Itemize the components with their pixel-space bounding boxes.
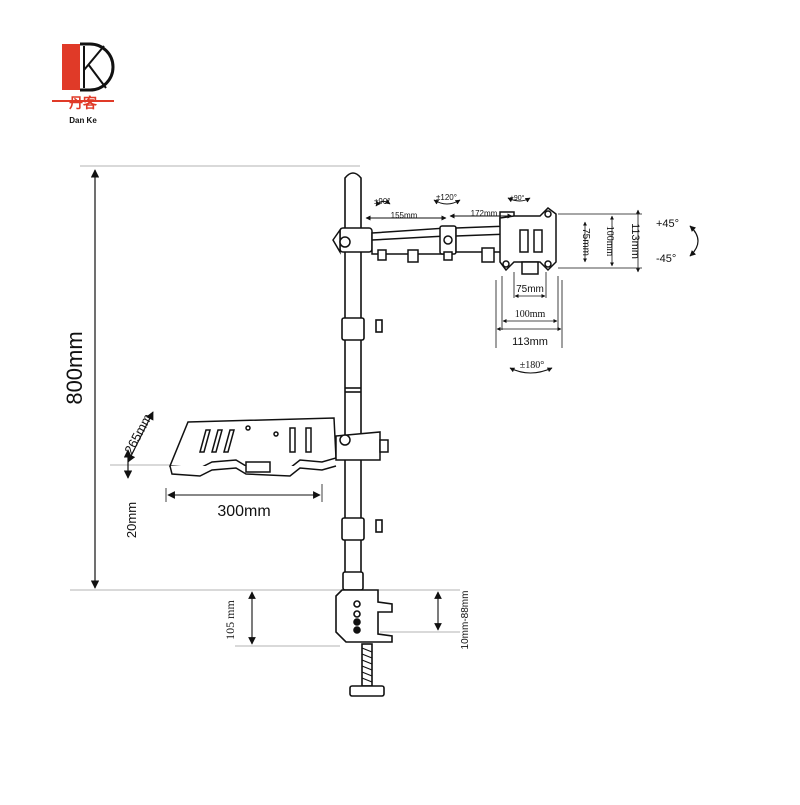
arm-segment-1-label: 155mm bbox=[391, 211, 418, 220]
vesa-h-100-label: 100mm bbox=[515, 309, 546, 320]
clamp-height-label: 105 mm bbox=[223, 600, 237, 640]
logo-d-shape bbox=[80, 42, 115, 92]
desk-thickness-label: 10mm-88mm bbox=[460, 591, 471, 650]
height-label: 800mm bbox=[62, 331, 87, 404]
head-tilt-label: ±90° bbox=[510, 194, 525, 202]
vesa-v-75-label: 75mm bbox=[580, 228, 591, 256]
logo-chinese-text: 丹客 bbox=[69, 95, 98, 112]
vesa-v-113-label: 113mm bbox=[629, 223, 641, 259]
rotation-indicator: +45° -45° bbox=[656, 218, 699, 265]
vesa-plate bbox=[499, 207, 557, 275]
clamp-dimensions: 105 mm 10mm-88mm bbox=[223, 591, 471, 650]
logo-latin-text: Dan Ke bbox=[69, 116, 97, 125]
vesa-v-100-label: 100mm bbox=[604, 226, 615, 257]
guide-lines bbox=[70, 165, 460, 647]
laptop-tray bbox=[168, 417, 389, 477]
tilt-label: ±90° bbox=[374, 197, 391, 206]
vesa-horizontal-dimensions bbox=[495, 272, 563, 348]
swivel-label: ±120° bbox=[436, 193, 457, 202]
pole bbox=[341, 172, 383, 591]
arm-segment-2-label: 172mm bbox=[471, 209, 498, 218]
vesa-h-113-label: 113mm bbox=[512, 336, 548, 348]
rotate-down-label: -45° bbox=[656, 253, 676, 265]
tray-width-label: 300mm bbox=[217, 503, 270, 520]
full-rotation-indicator: ±180° bbox=[509, 360, 553, 374]
logo-red-block bbox=[62, 44, 80, 90]
vesa-vertical-dimensions bbox=[558, 209, 642, 273]
height-dimension: 800mm bbox=[62, 169, 100, 589]
desk-clamp bbox=[335, 589, 393, 697]
rotation-label: ±180° bbox=[520, 360, 545, 371]
logo-k-shape bbox=[83, 45, 107, 89]
tray-gap-label: 20mm bbox=[124, 502, 139, 538]
brand-logo: 丹客 Dan Ke bbox=[52, 42, 115, 125]
vesa-h-75-label: 75mm bbox=[516, 284, 544, 295]
rotate-up-label: +45° bbox=[656, 218, 679, 230]
arm-dimensions: ±90° ±120° ±90° 155mm 172mm bbox=[365, 193, 531, 221]
tray-depth-label: 265mm bbox=[121, 411, 155, 456]
